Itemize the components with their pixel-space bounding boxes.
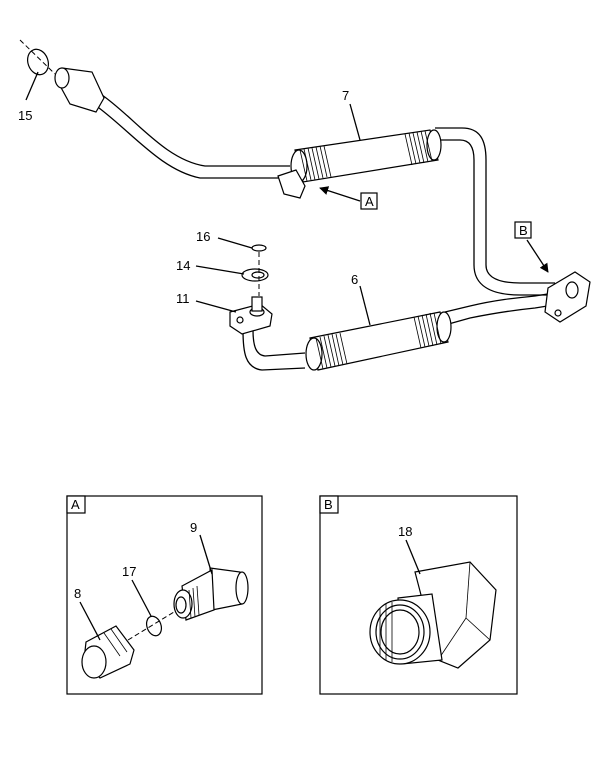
- detail-a-fitting-9: [173, 567, 249, 621]
- callout-6: 6: [351, 272, 358, 287]
- lower-tube-assembly: [229, 244, 591, 371]
- flange-block-11: [229, 296, 273, 335]
- callout-11: 11: [176, 291, 190, 306]
- callout-8: 8: [74, 586, 81, 601]
- detail-a-tag-box: [66, 495, 86, 514]
- detail-a-axis: [127, 611, 175, 641]
- callout-7: 7: [342, 88, 349, 103]
- callout-14: 14: [176, 258, 190, 273]
- tag-box-a-main: [360, 192, 378, 210]
- o-ring-16: [251, 244, 267, 252]
- upper-tube-assembly: [54, 67, 555, 296]
- tube-sleeve-upper: [290, 129, 442, 183]
- right-flange-fitting-b: [544, 271, 591, 323]
- callout-16: 16: [196, 229, 210, 244]
- callout-15: 15: [18, 108, 32, 123]
- leader-b-main: [526, 239, 549, 273]
- detail-b-panel: B 18: [319, 495, 518, 695]
- o-ring-15-axis: [19, 39, 56, 75]
- detail-a-o-ring-17: [145, 615, 163, 637]
- leader-15: [25, 71, 39, 101]
- tag-box-b-main: [514, 221, 532, 239]
- leader-8: [79, 601, 101, 641]
- elbow-fitting-a: [277, 169, 306, 199]
- leader-a-main: [319, 186, 361, 202]
- detail-a-panel: A 9 17 8: [66, 495, 263, 695]
- tube-sleeve-lower: [305, 311, 452, 371]
- leader-7: [349, 103, 361, 141]
- callout-b-main: B: [519, 223, 528, 238]
- tube-fitting-nut-upper-left: [54, 67, 105, 113]
- leader-11: [195, 300, 237, 313]
- leader-18: [405, 539, 421, 575]
- leader-6: [359, 285, 371, 326]
- callout-17: 17: [122, 564, 136, 579]
- detail-a-cap-nut-8: [81, 625, 135, 679]
- detail-b-tag: B: [324, 497, 333, 512]
- gasket-14-hole: [251, 271, 265, 279]
- leader-14: [195, 265, 245, 275]
- detail-a-tag: A: [71, 497, 80, 512]
- leader-9: [199, 534, 213, 575]
- detail-b-tag-box: [319, 495, 339, 514]
- detail-b-adapter-18: [369, 561, 497, 669]
- callout-18: 18: [398, 524, 412, 539]
- leader-16: [217, 237, 253, 249]
- o-ring-15: [27, 48, 49, 76]
- callout-9: 9: [190, 520, 197, 535]
- leader-17: [131, 579, 152, 617]
- callout-a-main: A: [365, 194, 374, 209]
